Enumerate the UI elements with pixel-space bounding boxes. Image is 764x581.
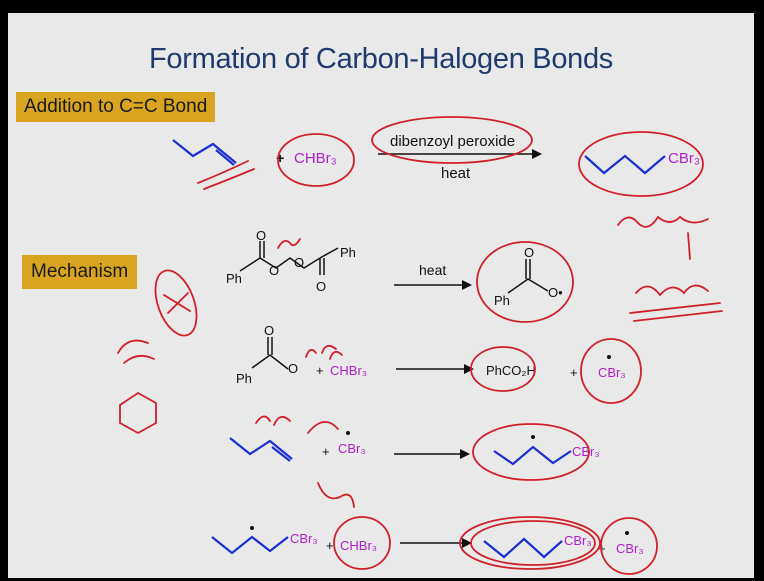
circle-reagent bbox=[277, 133, 355, 187]
chbr3-step4: CHBr₃ bbox=[340, 538, 377, 553]
alkene-structure-2 bbox=[229, 437, 293, 462]
circle-product bbox=[578, 131, 704, 197]
ph-3: Ph bbox=[494, 293, 510, 308]
benzoyloxy-radical-structure bbox=[507, 259, 549, 294]
chbr3-reagent: CHBr₃ bbox=[294, 150, 337, 167]
cbr3-radical-3: CBr₃ bbox=[616, 541, 644, 556]
ph-1: Ph bbox=[226, 271, 242, 286]
product-cbr3: CBr₃ bbox=[668, 150, 700, 167]
reaction-arrowhead-1 bbox=[532, 149, 542, 159]
circle-condition bbox=[371, 116, 533, 164]
oxygen-7: O bbox=[288, 361, 298, 376]
slide-title: Formation of Carbon-Halogen Bonds bbox=[148, 43, 614, 75]
radical-intermediate-2 bbox=[211, 535, 289, 555]
radical-dot-4 bbox=[250, 526, 254, 530]
plus-5: + bbox=[326, 538, 334, 553]
ph-4: Ph bbox=[236, 371, 252, 386]
oxygen-5: O bbox=[524, 245, 534, 260]
ph-2: Ph bbox=[340, 245, 356, 260]
product-chain bbox=[584, 154, 666, 175]
reaction-arrowhead-2 bbox=[462, 280, 472, 290]
plus-4: + bbox=[322, 444, 330, 459]
plus-2: + bbox=[316, 363, 324, 378]
handwritten-annotations bbox=[117, 116, 723, 575]
plus-3: + bbox=[570, 365, 578, 380]
cbr3-chain: CBr₃ bbox=[290, 531, 318, 546]
condition-bottom: heat bbox=[441, 165, 471, 182]
radical-dot-5 bbox=[625, 531, 629, 535]
oxygen-1: O bbox=[256, 228, 266, 243]
reaction-scheme: + CHBr₃ dibenzoyl peroxide heat CBr₃ O O… bbox=[117, 116, 723, 575]
section-addition-label: Addition to C=C Bond bbox=[16, 92, 216, 122]
plus-1: + bbox=[276, 150, 284, 166]
chbr3-step2: CHBr₃ bbox=[330, 363, 367, 378]
circle-intermediate bbox=[472, 423, 590, 481]
dibenzoyl-peroxide-structure bbox=[239, 241, 339, 275]
final-cbr3: CBr₃ bbox=[564, 533, 592, 548]
final-product-chain bbox=[483, 537, 563, 559]
cbr3-radical-1: CBr₃ bbox=[598, 365, 626, 380]
alkene-structure bbox=[172, 139, 237, 166]
benzoic-acid: PhCO₂H bbox=[486, 363, 536, 378]
radical-dot-1 bbox=[607, 355, 611, 359]
condition-top: dibenzoyl peroxide bbox=[390, 133, 515, 150]
oxygen-6: O bbox=[264, 323, 274, 338]
radical-dot-2 bbox=[346, 431, 350, 435]
circle-cbr3 bbox=[580, 338, 642, 404]
radical-intermediate bbox=[493, 445, 572, 466]
benzoyloxy-radical-2 bbox=[251, 337, 289, 370]
intermediate-cbr3: CBr₃ bbox=[572, 444, 600, 459]
circle-benzoic bbox=[470, 346, 536, 392]
section-mechanism-label: Mechanism bbox=[22, 255, 138, 289]
reaction-arrowhead-5 bbox=[462, 538, 472, 548]
oxygen-2: O bbox=[269, 263, 279, 278]
step1-condition: heat bbox=[419, 262, 446, 278]
radical-dot-3 bbox=[531, 435, 535, 439]
slide: Formation of Carbon-Halogen Bonds Additi… bbox=[8, 13, 754, 578]
cbr3-radical-2: CBr₃ bbox=[338, 441, 366, 456]
reaction-arrowhead-4 bbox=[460, 449, 470, 459]
circle-chbr3 bbox=[333, 516, 391, 570]
radical-oxygen-1: O• bbox=[548, 285, 563, 300]
reaction-arrowhead-3 bbox=[464, 364, 474, 374]
oxygen-3: O bbox=[294, 255, 304, 270]
circle-radical bbox=[476, 241, 574, 323]
circle-cbr3-final bbox=[600, 517, 658, 575]
oxygen-4: O bbox=[316, 279, 326, 294]
